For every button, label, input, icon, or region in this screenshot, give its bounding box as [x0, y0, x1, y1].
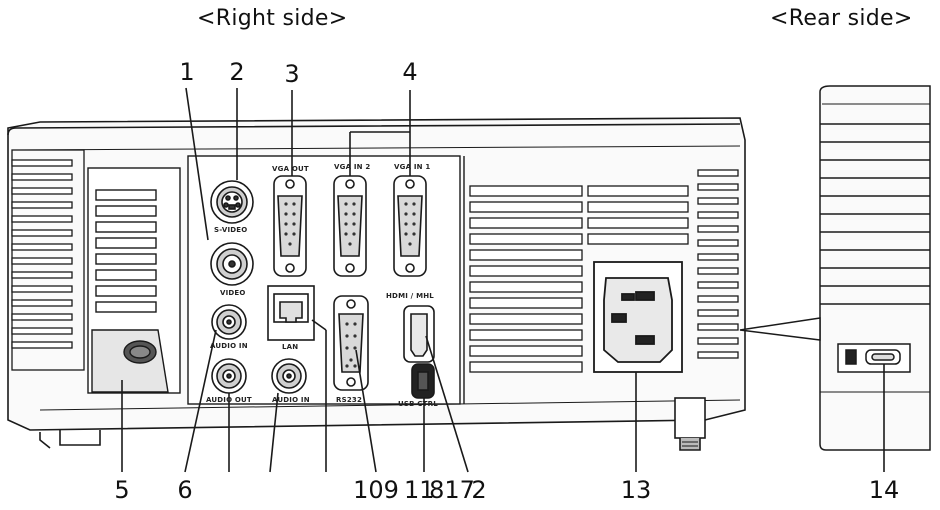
audio-in-rca-port-icon: [211, 304, 247, 340]
callout-4: 4: [402, 58, 418, 86]
power-socket-icon: [593, 261, 683, 373]
vga-out-port-icon: [273, 175, 307, 277]
lan-rj45-port-icon: [267, 285, 315, 341]
rear-side-header: <Rear side>: [770, 6, 913, 31]
callout-109: 109: [353, 476, 399, 504]
callout-817: 817: [429, 476, 475, 504]
rs232-db9-port-icon: [333, 295, 369, 391]
audio-in-2-label: AUDIO IN: [272, 396, 310, 404]
rear-side-body: [739, 85, 931, 451]
callout-3: 3: [284, 60, 300, 88]
svideo-port-icon: [210, 180, 254, 224]
callout-13: 13: [620, 476, 652, 504]
vga-in-1-label: VGA IN 1: [394, 163, 431, 171]
usb-ctrl-label: USB CTRL: [398, 400, 438, 408]
audio-out-label: AUDIO OUT: [206, 396, 252, 404]
svideo-label: S-VIDEO: [214, 226, 248, 234]
left-panel: [87, 167, 181, 394]
leader-lines: [121, 87, 885, 473]
vga-in-2-label: VGA IN 2: [334, 163, 371, 171]
callout-6: 6: [177, 476, 193, 504]
video-rca-port-icon: [210, 242, 254, 286]
callout-2-bottom: 2: [471, 476, 487, 504]
right-vents: [469, 169, 739, 373]
kensington-lock-icon: [845, 349, 901, 365]
audio-in-1-label: AUDIO IN: [210, 342, 248, 350]
vga-out-label: VGA OUT: [272, 165, 309, 173]
audio-in-2-rca-port-icon: [271, 358, 307, 394]
vga-in-1-port-icon: [393, 175, 427, 277]
callout-1: 1: [179, 58, 195, 86]
left-vents: [11, 149, 85, 371]
callout-11: 11: [404, 476, 435, 504]
callout-14: 14: [868, 476, 900, 504]
usb-port-icon: [411, 363, 435, 399]
right-side-header: <Right side>: [197, 6, 348, 31]
vga-in-2-port-icon: [333, 175, 367, 277]
video-label: VIDEO: [220, 289, 246, 297]
rs232-label: RS232: [336, 396, 363, 404]
hdmi-mhl-label: HDMI / MHL: [386, 292, 434, 300]
callout-5: 5: [114, 476, 130, 504]
callout-2: 2: [229, 58, 245, 86]
lan-label: LAN: [282, 343, 299, 351]
hdmi-port-icon: [403, 305, 435, 363]
audio-out-rca-port-icon: [211, 358, 247, 394]
